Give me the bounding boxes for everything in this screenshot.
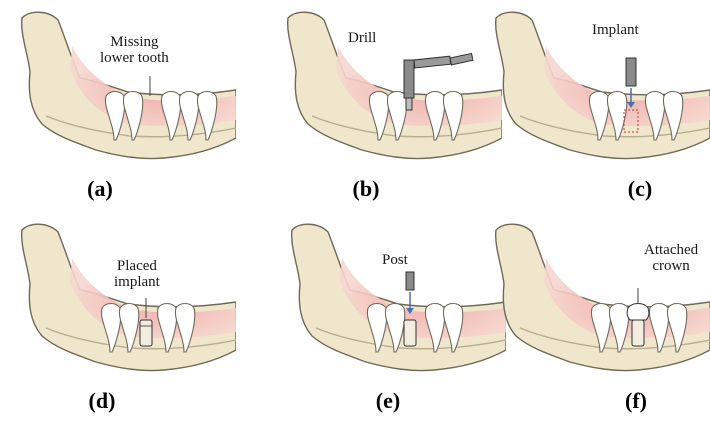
annotation-label: Implant [592,22,639,38]
panel-b: Drill (b) [266,0,502,210]
panel-d: Placed implant (d) [0,212,236,422]
panel-caption: (a) [70,176,130,202]
annotation-label: Placed implant [114,258,160,290]
placed-implant-icon [140,320,152,346]
panel-caption: (f) [606,388,666,414]
panel-f: Attached crown (f) [474,212,710,422]
panel-a: Missing lower tooth (a) [0,0,236,210]
panel-caption: (d) [72,388,132,414]
panel-c: Implant (c) [474,0,710,210]
annotation-label: Post [382,252,408,268]
panel-e: Post (e) [270,212,506,422]
panel-caption: (e) [358,388,418,414]
annotation-label: Drill [348,30,376,46]
annotation-label: Missing lower tooth [100,34,169,66]
panel-caption: (b) [336,176,396,202]
panel-caption: (c) [610,176,670,202]
annotation-label: Attached crown [644,242,698,274]
